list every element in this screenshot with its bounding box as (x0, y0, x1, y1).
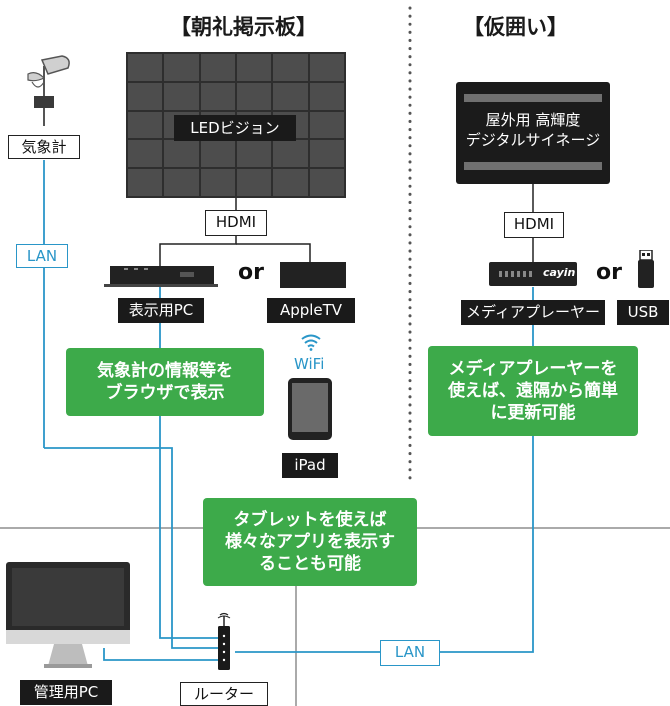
lan-cable-player (235, 287, 534, 653)
display-pc-icon (104, 266, 218, 287)
lan-label-bottom: LAN (380, 640, 440, 666)
callout-weather-info-text: 気象計の情報等を ブラウザで表示 (97, 361, 233, 403)
signage-bottom-bar (464, 162, 602, 170)
hdmi-label-left: HDMI (205, 210, 267, 236)
media-player-icon: cayin (489, 262, 577, 286)
title-morning-board: 【朝礼掲示板】 (170, 15, 317, 39)
callout-media-player-text: メディアプレーヤーを 使えば、遠隔から簡単 に更新可能 (448, 359, 618, 423)
title-temporary-fence: 【仮囲い】 (463, 15, 568, 39)
router-icon (217, 612, 231, 670)
display-pc-label: 表示用PC (118, 298, 204, 323)
or-text-left: or (238, 260, 264, 285)
hdmi-cable-appletv (236, 243, 311, 262)
outdoor-signage-label: 屋外用 高輝度 デジタルサイネージ (465, 111, 601, 149)
usb-icon (638, 250, 654, 288)
lan-cable-weather-router (44, 447, 218, 649)
ipad-label: iPad (282, 453, 338, 478)
callout-media-player: メディアプレーヤーを 使えば、遠隔から簡単 に更新可能 (428, 346, 638, 436)
apple-tv-label: AppleTV (267, 298, 355, 323)
or-text-right: or (596, 260, 622, 285)
admin-pc-label: 管理用PC (20, 680, 112, 705)
outdoor-signage-screen: 屋外用 高輝度 デジタルサイネージ (456, 82, 610, 184)
hdmi-label-right: HDMI (504, 212, 564, 238)
signage-top-bar (464, 94, 602, 102)
media-player-label: メディアプレーヤー (461, 300, 605, 325)
ipad-icon (288, 378, 332, 440)
anemometer-icon (27, 55, 70, 126)
router-label: ルーター (180, 682, 268, 706)
led-vision-label: LEDビジョン (174, 115, 296, 141)
callout-tablet-apps: タブレットを使えば 様々なアプリを表示す ることも可能 (203, 498, 417, 586)
apple-tv-icon (280, 262, 346, 288)
media-player-brand: cayin (543, 266, 576, 279)
admin-pc-monitor-icon (6, 562, 130, 668)
lan-cable-admin (103, 648, 218, 661)
hdmi-cable-split (159, 234, 237, 266)
callout-weather-info: 気象計の情報等を ブラウザで表示 (66, 348, 264, 416)
usb-label: USB (617, 300, 669, 325)
wifi-icon (301, 334, 321, 351)
weather-station-label: 気象計 (8, 135, 80, 159)
wifi-label: WiFi (294, 355, 325, 373)
lan-label-left: LAN (16, 244, 68, 268)
media-player-ports (499, 271, 535, 277)
callout-tablet-apps-text: タブレットを使えば 様々なアプリを表示す ることも可能 (225, 510, 395, 574)
